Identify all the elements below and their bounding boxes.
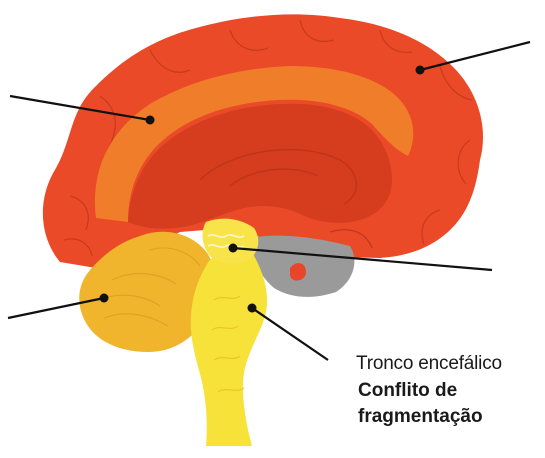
brainstem-label: Tronco encefálico Conflito de fragmentaç… — [356, 350, 545, 430]
dot-limbic — [146, 116, 155, 125]
conflict-line-2: fragmentação — [356, 404, 545, 430]
dot-cerebrum — [416, 66, 425, 75]
region-name: Tronco encefálico — [356, 350, 545, 378]
dot-cerebellum — [100, 294, 109, 303]
dot-brainstem — [248, 304, 257, 313]
leader-brainstem — [252, 308, 328, 360]
conflict-line-1: Conflito de — [356, 378, 545, 404]
dot-midbrain — [229, 244, 238, 253]
brainstem — [191, 248, 267, 446]
